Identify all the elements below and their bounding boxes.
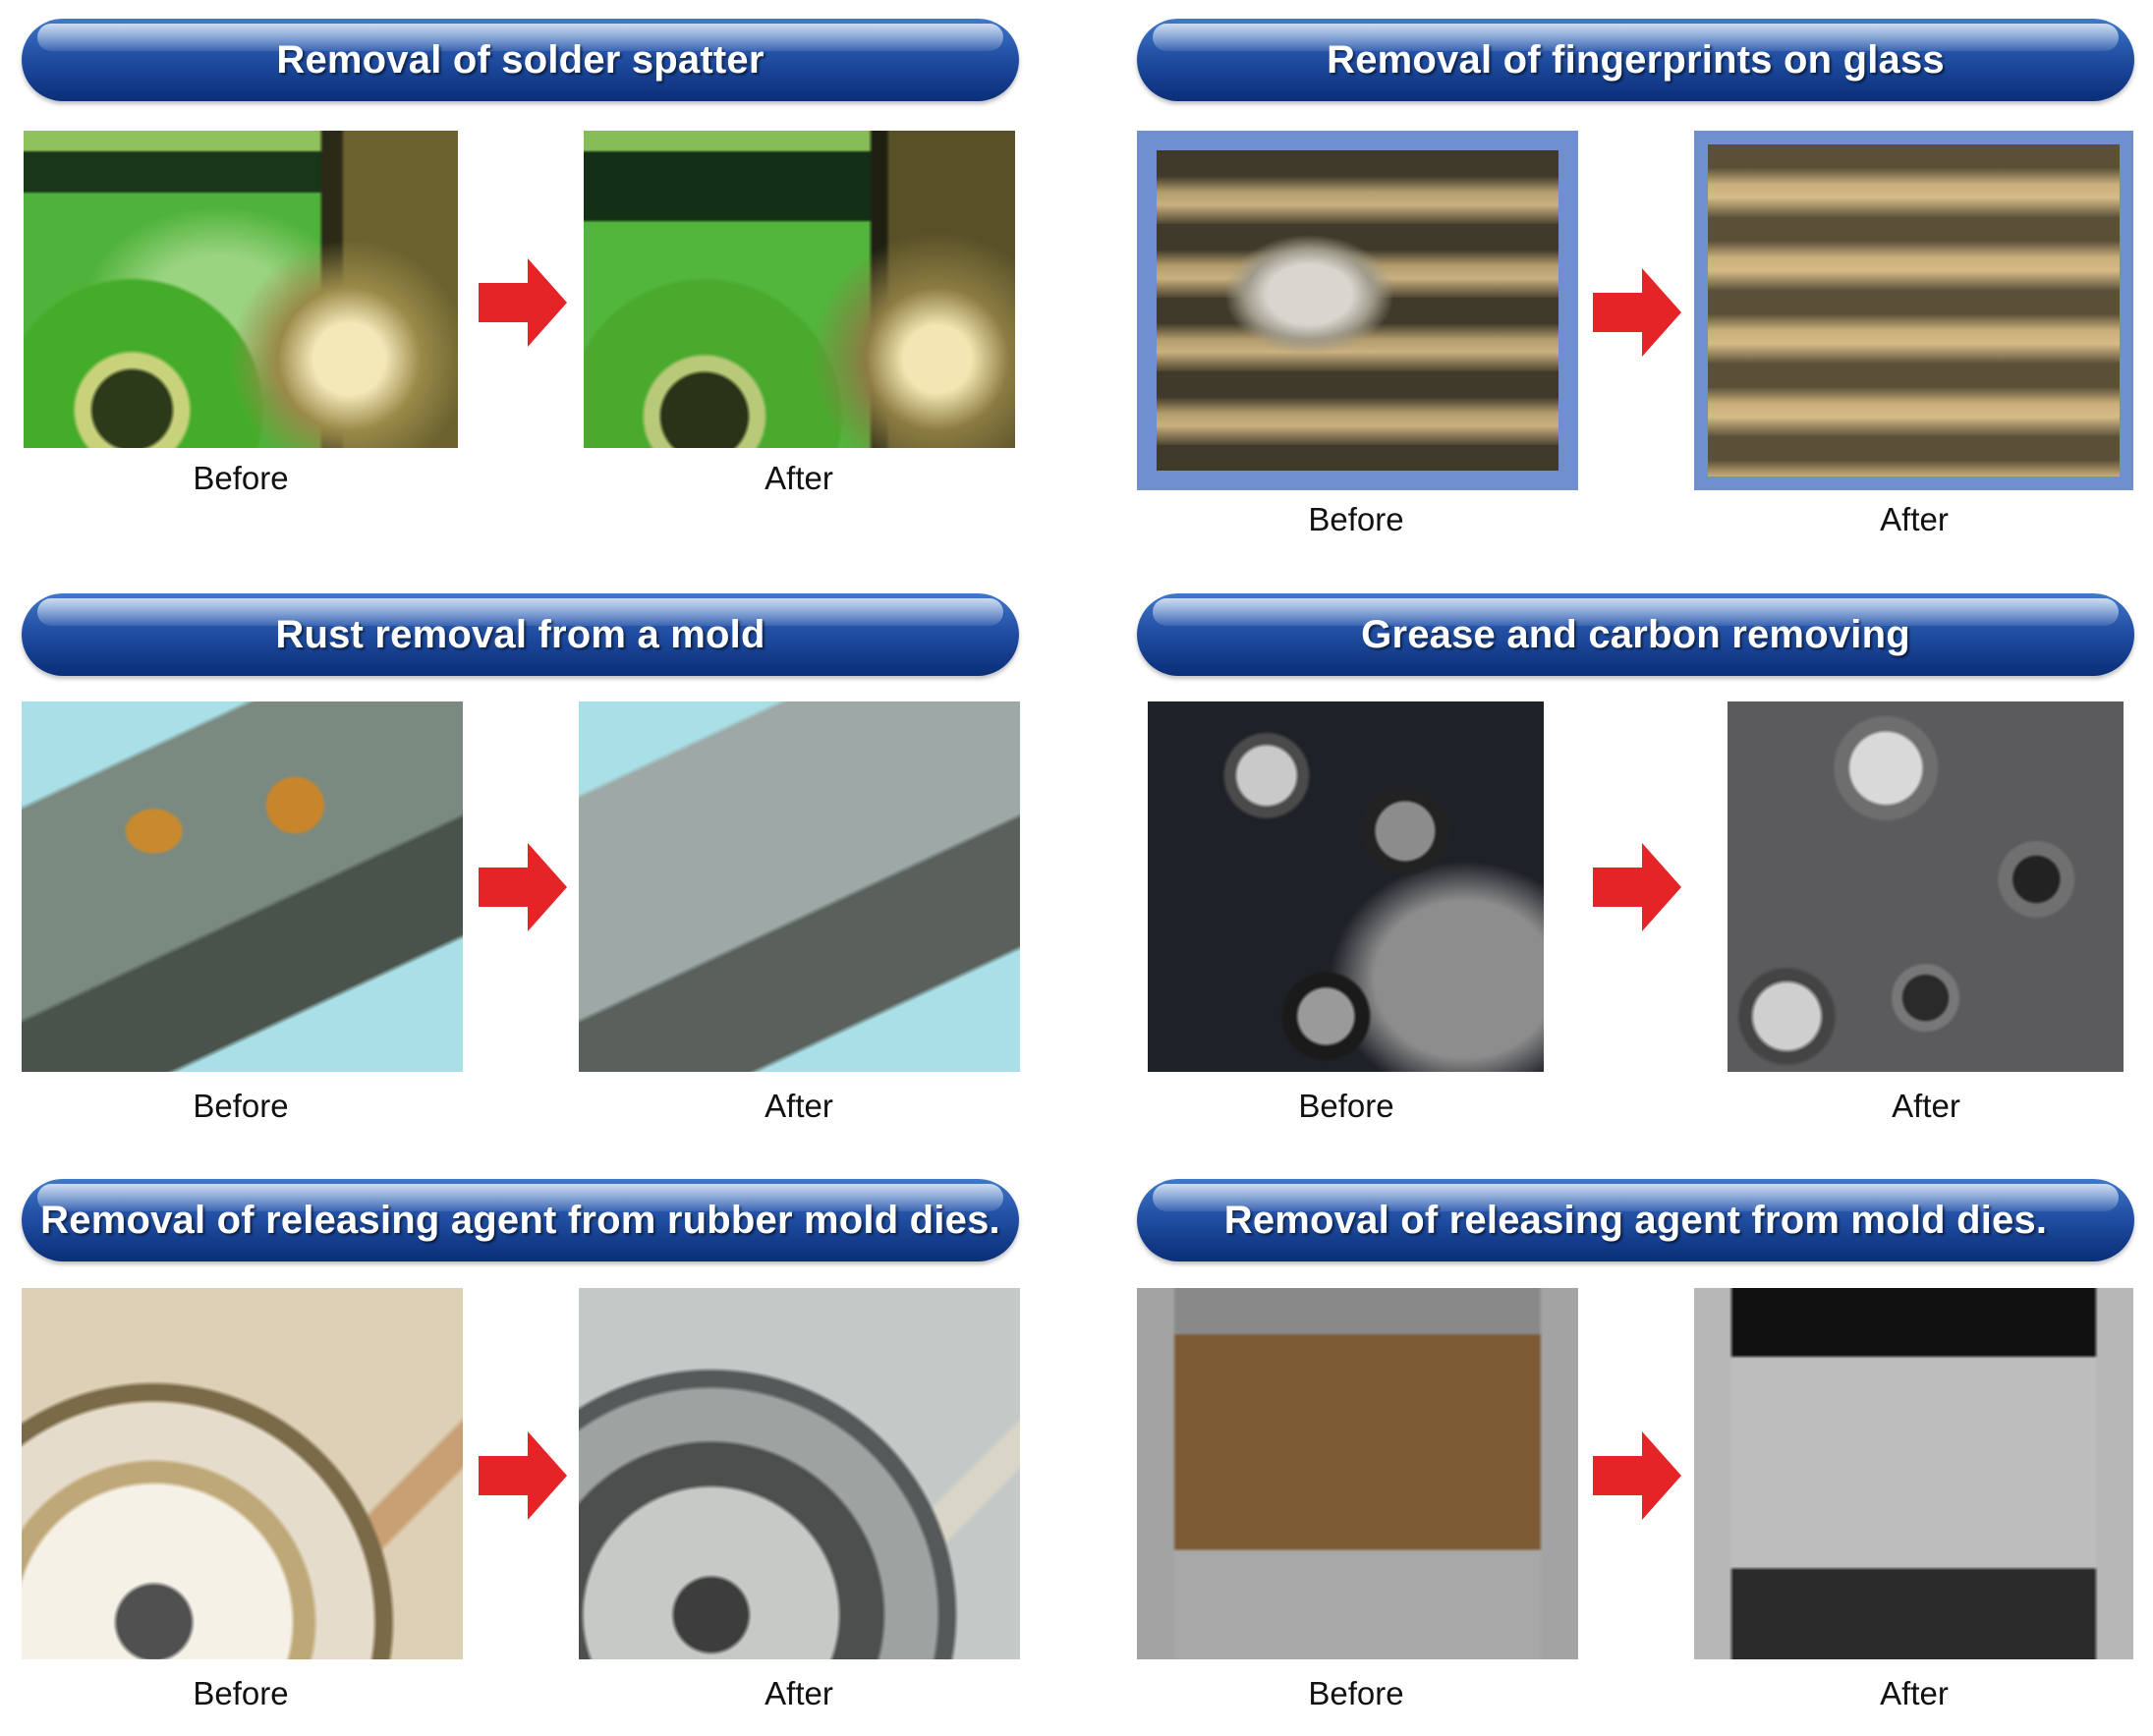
- before-caption: Before: [193, 1088, 289, 1124]
- panel-title-banner: Removal of releasing agent from rubber m…: [22, 1179, 1019, 1261]
- arrow-right-icon: [1593, 268, 1681, 357]
- before-caption: Before: [193, 460, 289, 496]
- before-photo: [1148, 701, 1544, 1072]
- arrow-right-icon: [479, 1431, 567, 1520]
- panel-title: Removal of releasing agent from mold die…: [1223, 1198, 2048, 1242]
- panel-title-banner: Grease and carbon removing: [1137, 593, 2134, 676]
- panel-title: Grease and carbon removing: [1361, 612, 1910, 656]
- panel-title-banner: Rust removal from a mold: [22, 593, 1019, 676]
- arrow-right-icon: [479, 258, 567, 347]
- after-photo: [579, 1288, 1020, 1659]
- before-caption: Before: [1308, 1675, 1404, 1711]
- panel-title: Removal of fingerprints on glass: [1327, 37, 1945, 82]
- panel-title: Rust removal from a mold: [275, 612, 765, 656]
- arrow-right-icon: [1593, 843, 1681, 931]
- panel-title: Removal of releasing agent from rubber m…: [40, 1198, 1000, 1242]
- after-caption: After: [1892, 1088, 1960, 1124]
- before-photo: [1137, 1288, 1578, 1659]
- panel-title: Removal of solder spatter: [276, 37, 765, 82]
- after-caption: After: [765, 1088, 833, 1124]
- after-photo: [1694, 1288, 2133, 1659]
- before-caption: Before: [1298, 1088, 1394, 1124]
- before-caption: Before: [193, 1675, 289, 1711]
- after-photo: [1728, 701, 2124, 1072]
- after-caption: After: [765, 460, 833, 496]
- panel-title-banner: Removal of solder spatter: [22, 19, 1019, 101]
- before-photo: [22, 1288, 463, 1659]
- panel-title-banner: Removal of fingerprints on glass: [1137, 19, 2134, 101]
- before-caption: Before: [1308, 501, 1404, 537]
- before-photo: [1137, 131, 1578, 490]
- arrow-right-icon: [1593, 1431, 1681, 1520]
- after-caption: After: [1880, 1675, 1949, 1711]
- panel-title-banner: Removal of releasing agent from mold die…: [1137, 1179, 2134, 1261]
- after-photo: [584, 131, 1015, 448]
- after-caption: After: [1880, 501, 1949, 537]
- arrow-right-icon: [479, 843, 567, 931]
- after-photo: [1694, 131, 2133, 490]
- before-photo: [22, 701, 463, 1072]
- before-photo: [24, 131, 458, 448]
- after-caption: After: [765, 1675, 833, 1711]
- after-photo: [579, 701, 1020, 1072]
